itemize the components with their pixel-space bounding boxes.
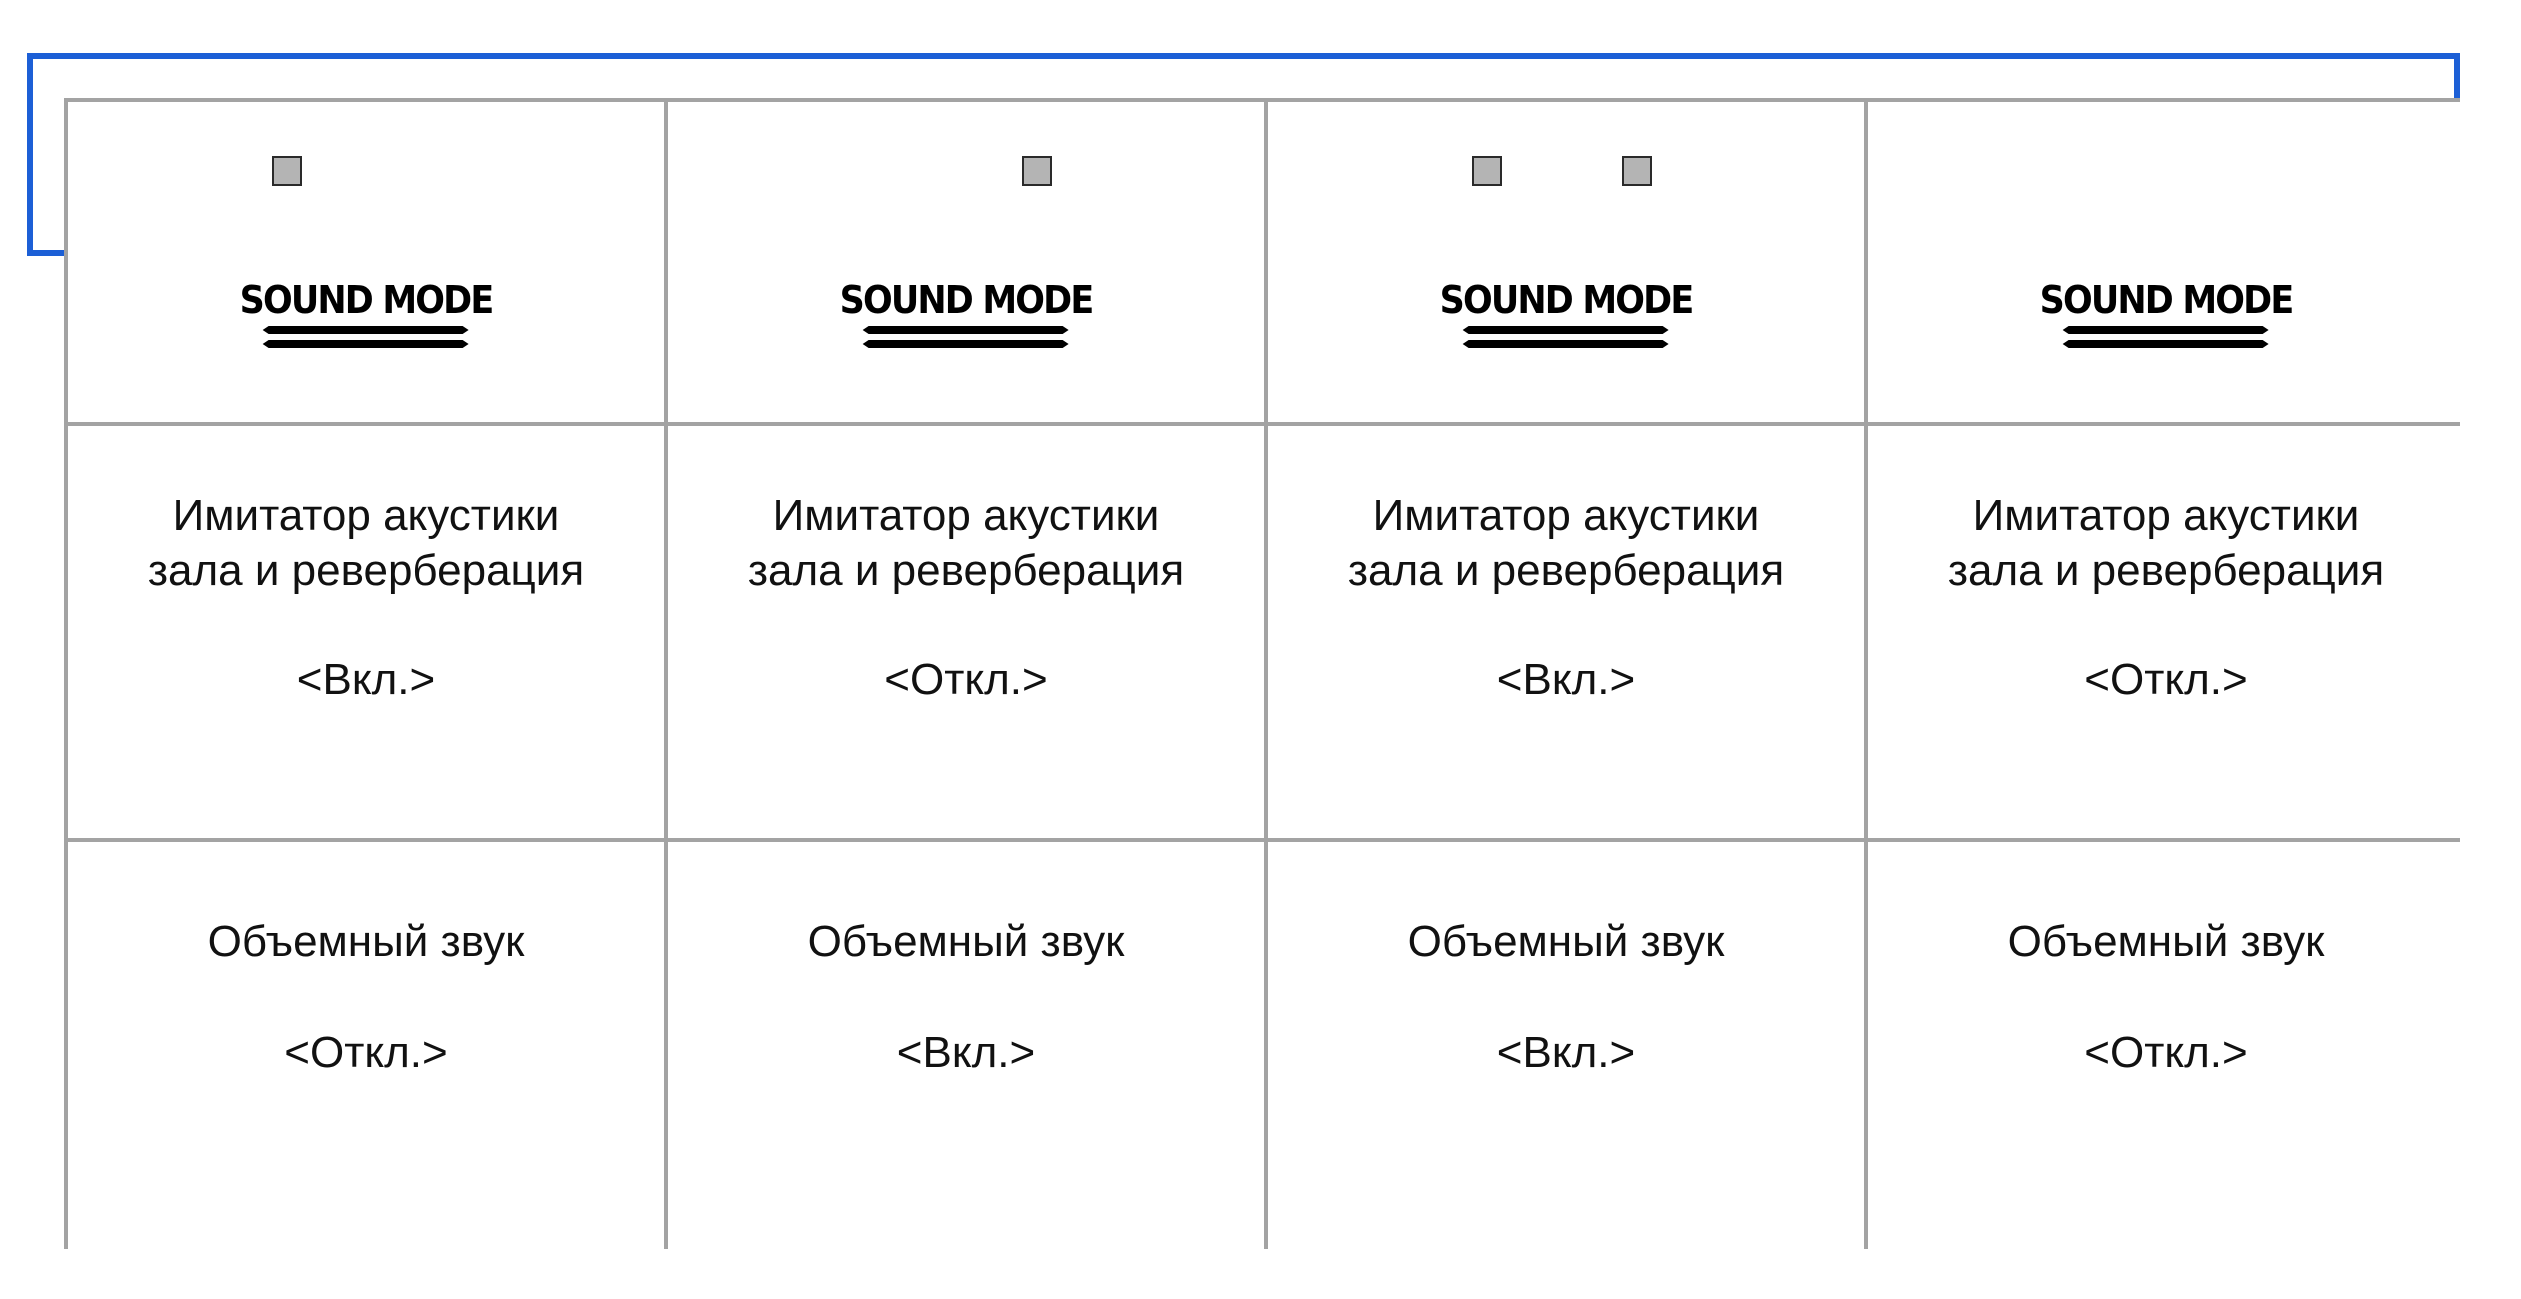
sound-mode-logo-text: SOUND MODE — [1439, 278, 1695, 322]
mode-display-3: SOUND MODE — [1268, 102, 1864, 422]
surround-state: <Откл.> — [2084, 1028, 2248, 1077]
hall-effect-label: Имитатор акустики зала и реверберация — [1347, 491, 1785, 595]
indicator-row — [1268, 156, 1864, 192]
mode-display-4: SOUND MODE — [1868, 102, 2464, 422]
surround-cell-4: Объемный звук <Откл.> — [1868, 842, 2464, 1249]
surround-label: Объемный звук — [807, 917, 1125, 966]
logo-double-line-icon — [2062, 326, 2269, 348]
mode-display-2: SOUND MODE — [668, 102, 1264, 422]
surround-state: <Вкл.> — [896, 1028, 1036, 1077]
hall-effect-label: Имитатор акустики зала и реверберация — [1947, 491, 2385, 595]
surround-label: Объемный звук — [2007, 917, 2325, 966]
surround-cell-3: Объемный звук <Вкл.> — [1268, 842, 1864, 1249]
hall-effect-cell-1: Имитатор акустики зала и реверберация <В… — [68, 426, 664, 838]
surround-cell-1: Объемный звук <Откл.> — [68, 842, 664, 1249]
hall-effect-label: Имитатор акустики зала и реверберация — [747, 491, 1185, 595]
display-indicator-right — [1622, 156, 1652, 186]
sound-mode-logo-text: SOUND MODE — [239, 278, 495, 322]
indicator-row — [1868, 156, 2464, 192]
hall-effect-label: Имитатор акустики зала и реверберация — [147, 491, 585, 595]
sound-mode-logo-text: SOUND MODE — [839, 278, 1095, 322]
surround-label: Объемный звук — [1407, 917, 1725, 966]
sound-mode-logo: SOUND MODE — [829, 280, 1104, 350]
hall-effect-state: <Откл.> — [2084, 655, 2248, 704]
sound-mode-table: SOUND MODE SOUND MODE SOUND MODE — [64, 98, 2464, 1249]
surround-state: <Откл.> — [284, 1028, 448, 1077]
indicator-row — [68, 156, 664, 192]
mode-display-1: SOUND MODE — [68, 102, 664, 422]
hall-effect-cell-4: Имитатор акустики зала и реверберация <О… — [1868, 426, 2464, 838]
logo-double-line-icon — [862, 326, 1069, 348]
hall-effect-state: <Вкл.> — [1496, 655, 1636, 704]
display-indicator-left — [1472, 156, 1502, 186]
sound-mode-logo-text: SOUND MODE — [2039, 278, 2295, 322]
hall-effect-cell-2: Имитатор акустики зала и реверберация <О… — [668, 426, 1264, 838]
display-indicator-right — [1022, 156, 1052, 186]
logo-double-line-icon — [262, 326, 469, 348]
indicator-row — [668, 156, 1264, 192]
logo-double-line-icon — [1462, 326, 1669, 348]
sound-mode-logo: SOUND MODE — [229, 280, 504, 350]
surround-state: <Вкл.> — [1496, 1028, 1636, 1077]
surround-label: Объемный звук — [207, 917, 525, 966]
sound-mode-logo: SOUND MODE — [1429, 280, 1704, 350]
display-indicator-left — [272, 156, 302, 186]
hall-effect-state: <Вкл.> — [296, 655, 436, 704]
sound-mode-logo: SOUND MODE — [2029, 280, 2304, 350]
hall-effect-cell-3: Имитатор акустики зала и реверберация <В… — [1268, 426, 1864, 838]
hall-effect-state: <Откл.> — [884, 655, 1048, 704]
surround-cell-2: Объемный звук <Вкл.> — [668, 842, 1264, 1249]
